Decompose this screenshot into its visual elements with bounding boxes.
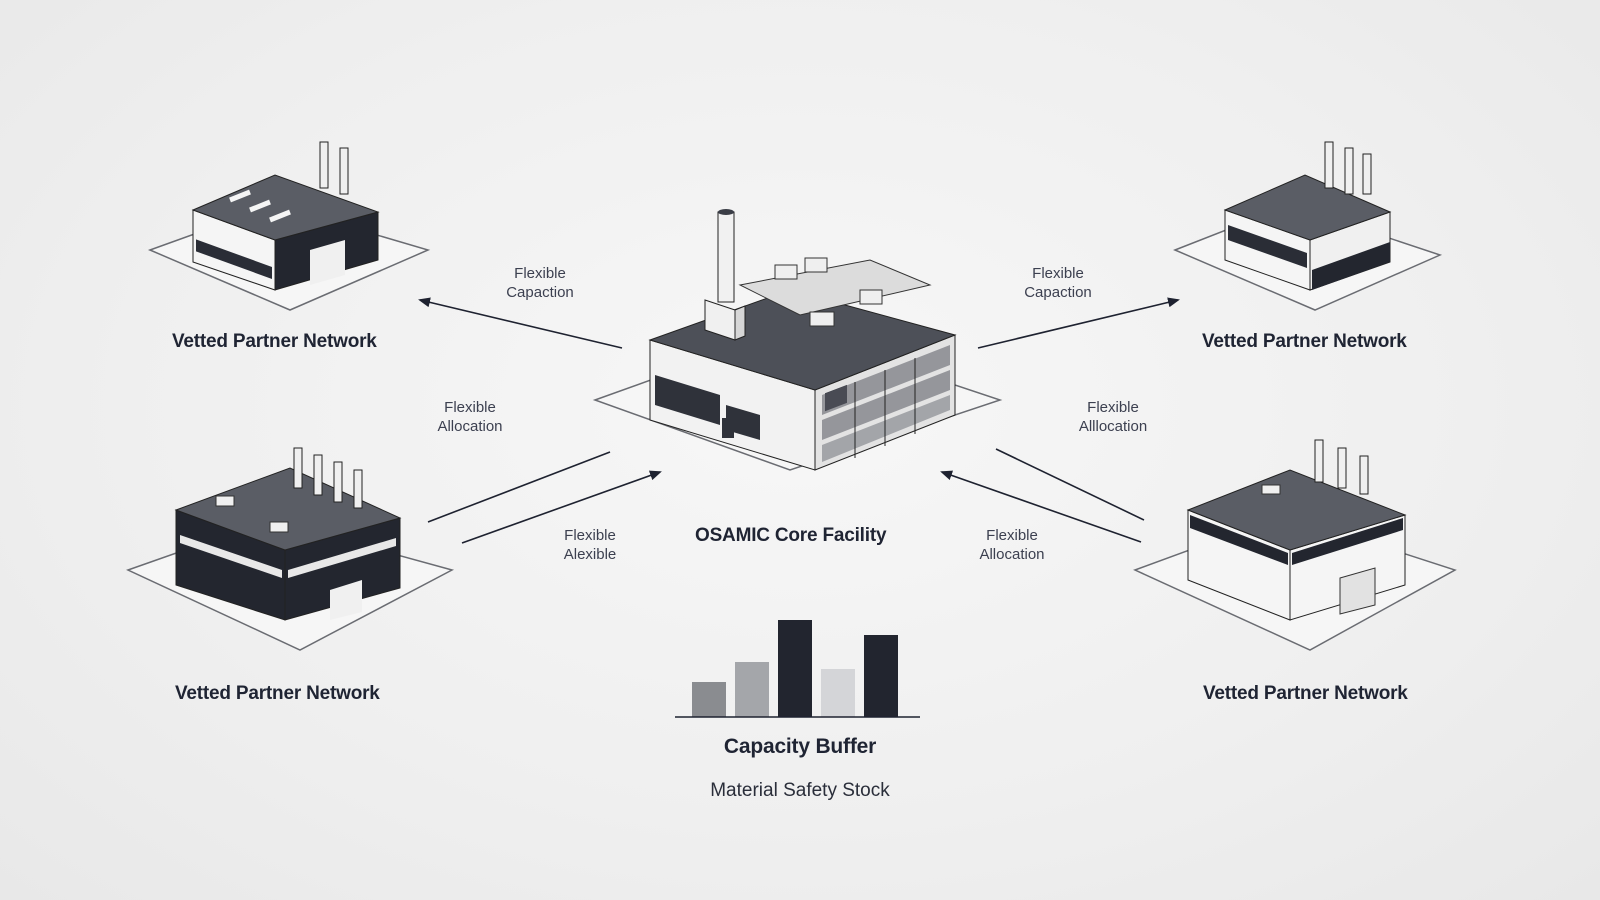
core-facility-icon [592,209,1003,471]
partner-facility-top-right-icon [1173,141,1443,311]
flow-label-mid-left: Flexible Allocation [420,398,520,436]
line-bottom-left-to-core [427,451,611,523]
buffer-bar-2 [735,662,769,717]
flow-label-top-right-line1: Flexible [1032,265,1084,282]
flow-label-bottom-left-line1: Flexible [564,527,616,544]
buffer-bar-3 [778,620,812,717]
arrow-core-to-top-left [418,297,623,349]
flow-label-top-left-line2: Capaction [506,284,574,301]
flow-label-mid-right-line2: Alllocation [1078,418,1148,435]
arrow-core-to-top-right [977,297,1180,349]
flow-label-bottom-left-line2: Alexible [563,546,617,563]
buffer-subtitle: Material Safety Stock [710,780,890,801]
capacity-buffer-chart [692,620,898,717]
flow-label-mid-right-line1: Flexible [1087,399,1139,416]
line-bottom-right-to-core [995,448,1145,521]
buffer-bar-5 [864,635,898,717]
flow-label-mid-left-line1: Flexible [444,399,496,416]
flow-label-bottom-right-line2: Allocation [979,546,1045,563]
flow-label-bottom-right: Flexible Allocation [962,526,1062,564]
flow-label-top-right-line2: Capaction [1024,284,1092,301]
flow-label-top-left: Flexible Capaction [490,264,590,302]
arrow-bottom-left-to-core [461,470,662,544]
flow-label-mid-left-line2: Allocation [437,418,503,435]
flow-label-bottom-left: Flexible Alexible [540,526,640,564]
partner-label-bottom-right: Vetted Partner Network [1203,683,1408,704]
flow-label-top-right: Flexible Capaction [1008,264,1108,302]
buffer-bar-4 [821,669,855,717]
core-facility-label: OSAMIC Core Facility [695,525,887,546]
buffer-bar-1 [692,682,726,717]
flow-label-top-left-line1: Flexible [514,265,566,282]
partner-facility-bottom-left-icon [126,447,455,651]
partner-facility-top-left-icon [147,141,431,311]
flow-label-bottom-right-line1: Flexible [986,527,1038,544]
partner-label-top-left: Vetted Partner Network [172,331,377,352]
partner-label-bottom-left: Vetted Partner Network [175,683,380,704]
flow-label-mid-right: Flexible Alllocation [1063,398,1163,436]
partner-facility-bottom-right-icon [1133,439,1457,651]
arrow-bottom-right-to-core [940,470,1142,543]
buffer-title: Capacity Buffer [723,735,877,758]
partner-label-top-right: Vetted Partner Network [1202,331,1407,352]
